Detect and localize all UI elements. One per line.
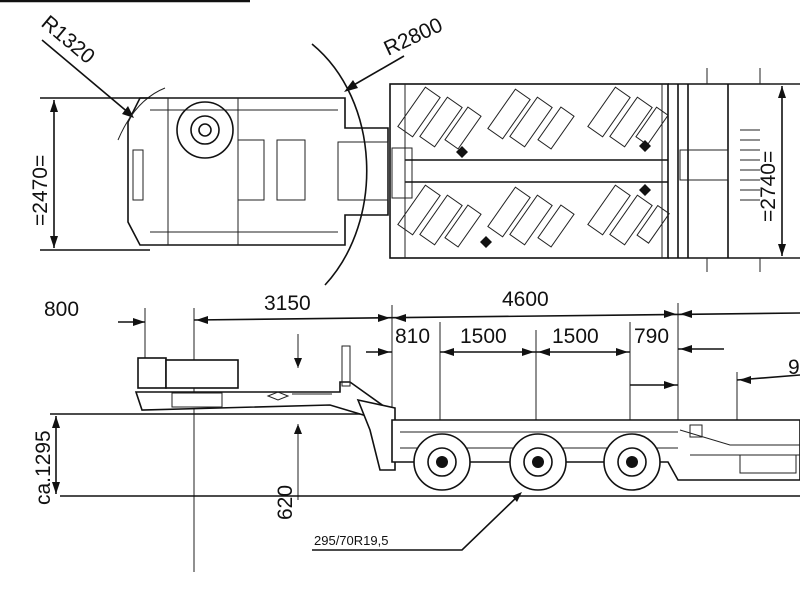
axle-wheel [603,433,661,491]
kingpin-to-bogie-label: 3150 [264,292,311,315]
axle-wheel [509,433,567,491]
bogie-span-label: 4600 [502,288,549,311]
top-view: R1320 R2800 =2470= =2740= [29,11,800,286]
gooseneck-frame-lines [150,98,338,245]
rear-partial-label: 9 [788,356,800,379]
width-gooseneck-label: =2470= [29,155,52,226]
deck-height-label: 620 [274,485,297,520]
radius-turn-label: R2800 [380,14,446,61]
width-deck-label: =2740= [757,151,780,222]
turning-radius-arc [311,43,368,286]
axle-wheel [413,433,471,491]
spare-wheel [176,101,234,159]
radius-front-label: R1320 [37,11,99,68]
gooseneck-front-block [137,357,167,389]
wheel-cluster [397,86,670,248]
axle-spacing-1-label: 1500 [460,325,507,348]
front-bumper [132,149,144,201]
axle-spacing-2-label: 1500 [552,325,599,348]
kingpin-plate [337,141,389,201]
gooseneck-box [165,359,239,389]
overhang-front-label: 800 [44,298,79,321]
axle-offset-front-label: 810 [395,325,430,348]
neck-column [356,398,396,471]
fifth-wheel-height-label: ca.1295 [32,430,55,505]
loading-deck [389,83,669,259]
toolbox [276,139,306,201]
side-view: 800 3150 4600 810 1500 1500 790 9 ca.129… [32,288,800,572]
axle-offset-rear-label: 790 [634,325,669,348]
toolbox [237,139,265,201]
rear-module [668,83,800,259]
tyre-size-label: 295/70R19,5 [314,533,388,548]
gooseneck-outline [127,97,389,246]
